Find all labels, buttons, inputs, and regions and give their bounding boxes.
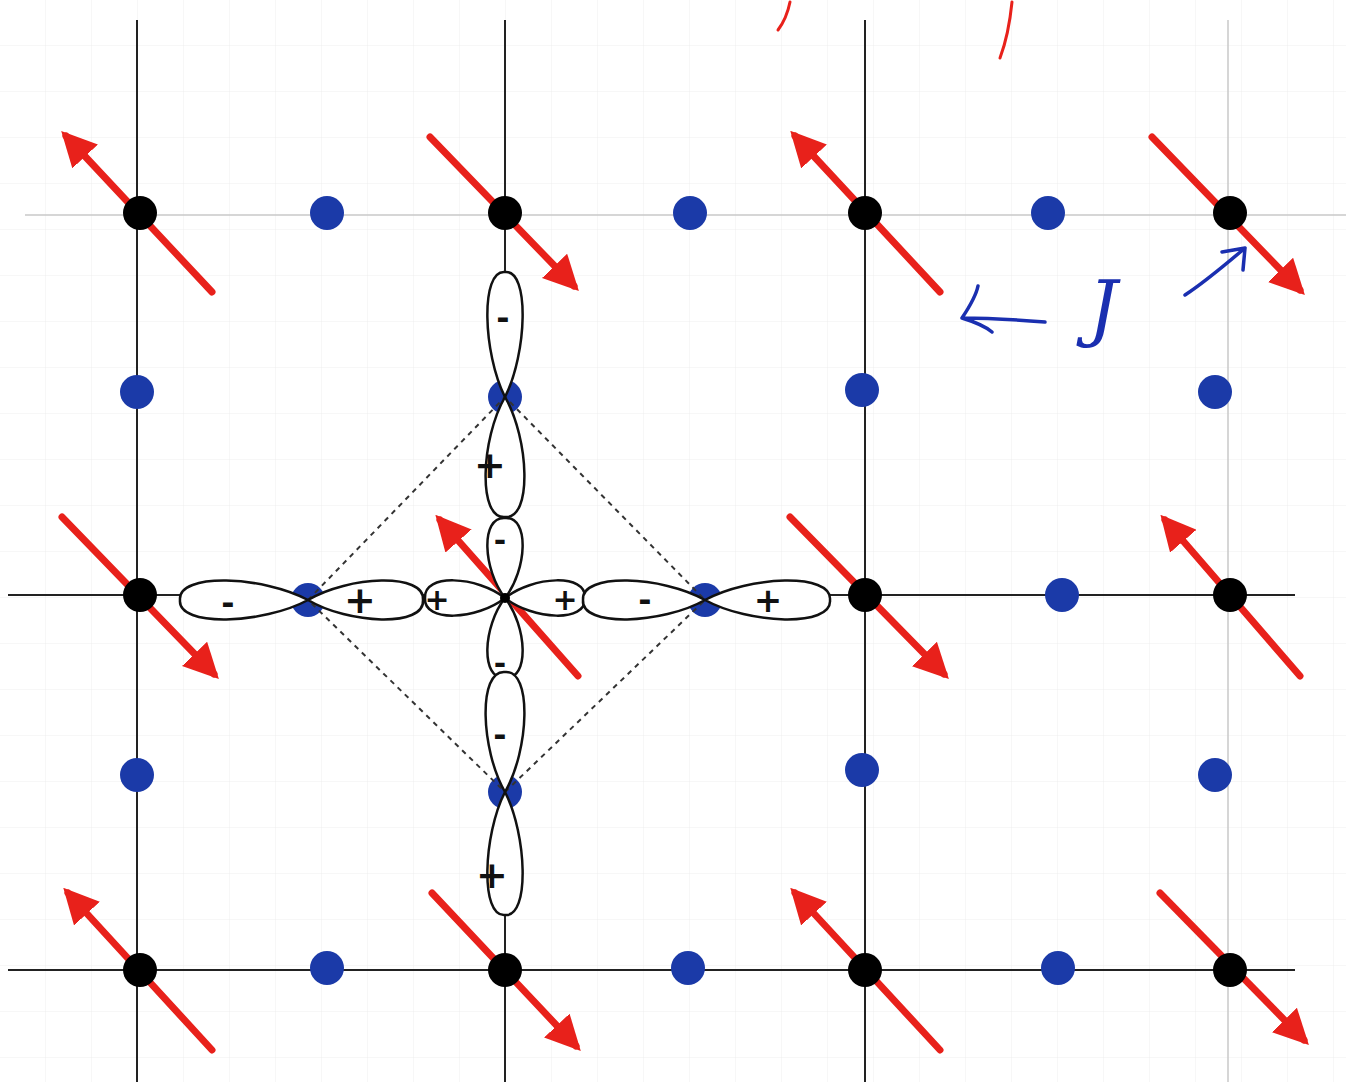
handwritten-marks <box>778 2 1012 58</box>
orbital-lobe <box>487 272 522 397</box>
orbital-lobe <box>487 518 522 598</box>
orbital-lobe <box>505 580 585 615</box>
faint-lattice-lines <box>25 20 1346 1082</box>
phase-sign: + <box>552 585 577 615</box>
orbital-lobe <box>486 672 525 792</box>
orbital-lobe <box>583 581 705 620</box>
phase-sign: + <box>754 583 783 617</box>
phase-sign: + <box>344 581 376 619</box>
phase-sign: - <box>221 587 234 619</box>
spin-arrows <box>62 136 1304 1050</box>
phase-sign: + <box>424 585 449 615</box>
phase-sign: - <box>496 302 509 334</box>
phase-sign: - <box>493 719 506 751</box>
phase-sign: - <box>638 584 651 616</box>
phase-sign: - <box>494 649 506 679</box>
copper-sites <box>123 196 1247 987</box>
orbital-lobe <box>705 581 830 620</box>
oxygen-sites <box>120 196 1232 985</box>
orbital-lobe <box>487 792 522 915</box>
exchange-label: J <box>1089 272 1118 344</box>
phase-sign: + <box>474 446 506 484</box>
phase-sign: - <box>494 526 506 556</box>
lattice-lines <box>8 20 1295 1082</box>
copper-site <box>500 593 510 603</box>
orbital-lobes <box>180 272 830 915</box>
orbital-lobe <box>308 581 423 620</box>
orbital-lobe <box>425 580 505 615</box>
orbital-lobe <box>487 598 522 678</box>
dashed-plaquette <box>308 397 705 792</box>
orbital-lobe <box>180 581 308 620</box>
phase-sign: + <box>476 856 508 894</box>
